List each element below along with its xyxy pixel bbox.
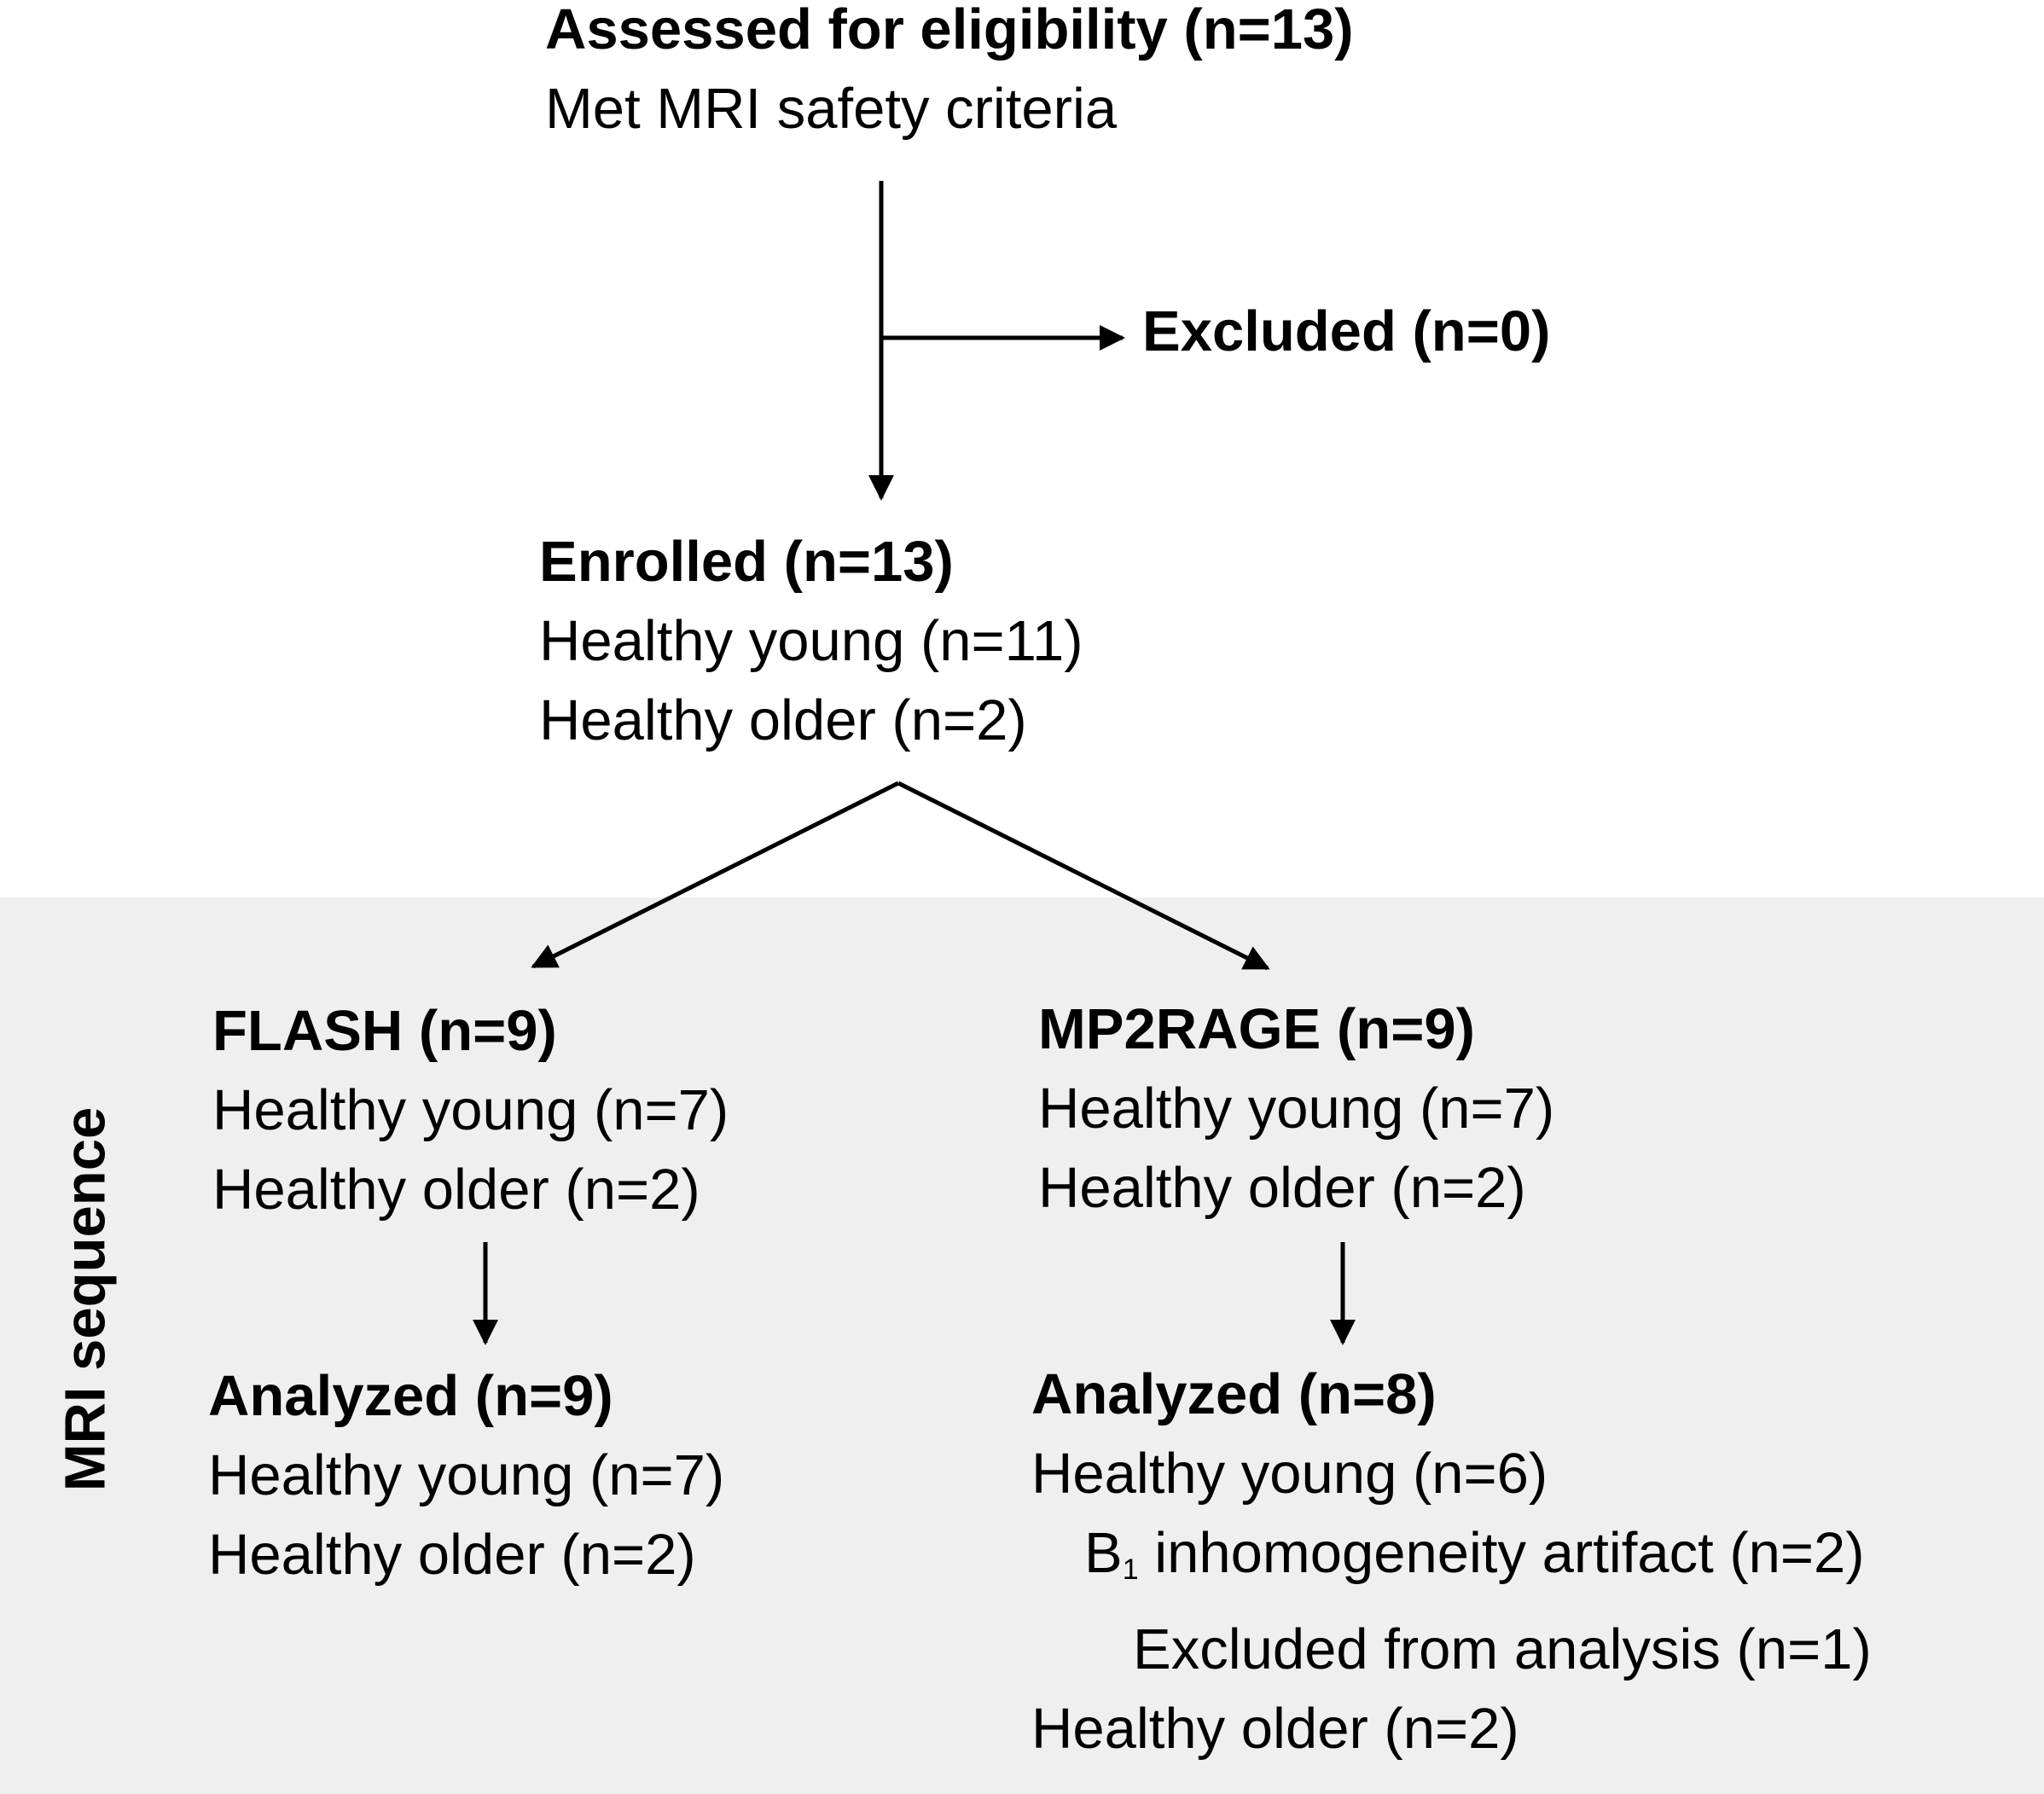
mp2rage-analyzed-young: Healthy young (n=6) — [1031, 1442, 1548, 1506]
flash-block: FLASH (n=9) Healthy young (n=7) Healthy … — [212, 991, 729, 1229]
b1-artifact-line: B1 inhomogeneity artifact (n=2) — [1031, 1513, 1872, 1610]
mp2rage-analyzed-older: Healthy older (n=2) — [1031, 1697, 1519, 1761]
mp2rage-young: Healthy young (n=7) — [1038, 1077, 1555, 1141]
enrolled-block: Enrolled (n=13) Healthy young (n=11) Hea… — [539, 522, 1083, 760]
mp2rage-older: Healthy older (n=2) — [1038, 1156, 1526, 1220]
flash-analyzed-title: Analyzed (n=9) — [208, 1364, 613, 1428]
flash-analyzed-older: Healthy older (n=2) — [208, 1523, 696, 1587]
arrow-enrolled-to-flash — [531, 781, 900, 969]
mp2rage-block: MP2RAGE (n=9) Healthy young (n=7) Health… — [1038, 990, 1554, 1228]
flash-analyzed-block: Analyzed (n=9) Healthy young (n=7) Healt… — [208, 1356, 724, 1594]
arrow-enrolled-to-mp2rage — [897, 781, 1270, 971]
mp2rage-title: MP2RAGE (n=9) — [1038, 997, 1475, 1061]
b1-subscript: 1 — [1122, 1553, 1139, 1586]
b1-artifact-text: inhomogeneity artifact (n=2) — [1138, 1521, 1865, 1585]
assessed-title: Assessed for eligibility (n=13) — [545, 0, 1354, 61]
enrolled-title: Enrolled (n=13) — [539, 530, 954, 594]
assessed-criteria: Met MRI safety criteria — [545, 77, 1118, 141]
enrolled-young: Healthy young (n=11) — [539, 609, 1083, 673]
excluded-from-analysis: Excluded from analysis (n=1) — [1133, 1617, 1872, 1681]
flash-analyzed-young: Healthy young (n=7) — [208, 1443, 725, 1507]
assessed-block: Assessed for eligibility (n=13) Met MRI … — [545, 0, 1354, 148]
enrolled-older: Healthy older (n=2) — [539, 688, 1027, 752]
flash-young: Healthy young (n=7) — [212, 1078, 729, 1142]
excluded-block: Excluded (n=0) — [1142, 292, 1550, 371]
flash-older: Healthy older (n=2) — [212, 1158, 700, 1222]
excluded-title: Excluded (n=0) — [1142, 299, 1551, 363]
mri-sequence-panel — [0, 897, 2044, 1794]
b1-symbol: B — [1084, 1521, 1123, 1585]
flash-title: FLASH (n=9) — [212, 999, 557, 1063]
mri-sequence-label: MRI sequence — [53, 1106, 118, 1492]
mp2rage-analyzed-block: Analyzed (n=8) Healthy young (n=6) B1 in… — [1031, 1355, 1872, 1768]
mp2rage-analyzed-title: Analyzed (n=8) — [1031, 1362, 1437, 1426]
